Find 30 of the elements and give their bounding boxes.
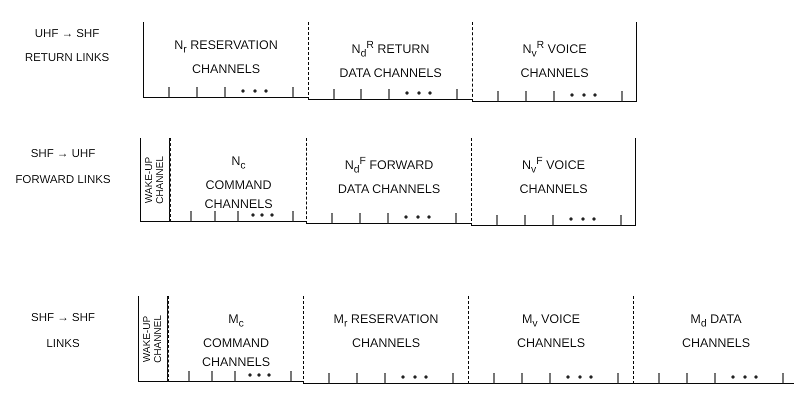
link-direction: UHF → SHF — [34, 28, 100, 40]
channel-label: N$_{v}$$^{R}$ VOICE CHANNELS — [519, 39, 590, 82]
channel-segment — [306, 138, 471, 224]
channel-segment — [471, 138, 636, 226]
channel-label: N$_{d}$$^{R}$ RETURN DATA CHANNELS — [338, 39, 443, 82]
channel-label: WAKE-UP CHANNEL — [142, 314, 164, 364]
channel-segment — [468, 296, 633, 384]
channel-label: M$_{c}$ COMMAND CHANNELS — [200, 311, 272, 370]
channel-segment — [472, 22, 637, 102]
channel-label: M$_{r}$ RESERVATION CHANNELS — [332, 311, 440, 352]
wake-up-slot — [140, 138, 170, 222]
channel-label: M$_{v}$ VOICE CHANNELS — [516, 311, 586, 352]
link-type: RETURN LINKS — [24, 52, 110, 64]
channel-label: M$_{d}$ DATA CHANNELS — [680, 311, 752, 352]
link-direction: SHF → SHF — [30, 312, 96, 324]
channel-segment — [143, 22, 308, 98]
channel-segment — [170, 138, 306, 222]
link-type: FORWARD LINKS — [14, 174, 112, 186]
wake-up-slot — [138, 296, 168, 382]
channel-segment — [303, 296, 468, 384]
channel-segment — [308, 22, 472, 100]
link-direction: SHF → UHF — [30, 148, 96, 160]
channel-segment — [633, 296, 794, 384]
channel-label: N$_{r}$ RESERVATION CHANNELS — [173, 37, 279, 78]
channel-label: WAKE-UP CHANNEL — [144, 154, 166, 206]
channel-label: N$_{d}$$^{F}$ FORWARD DATA CHANNELS — [336, 155, 442, 198]
channel-segment — [168, 296, 303, 382]
link-type: LINKS — [45, 338, 81, 350]
channel-label: N$_{c}$ COMMAND CHANNELS — [203, 153, 274, 212]
channel-label: N$_{v}$$^{F}$ VOICE CHANNELS — [518, 155, 589, 198]
